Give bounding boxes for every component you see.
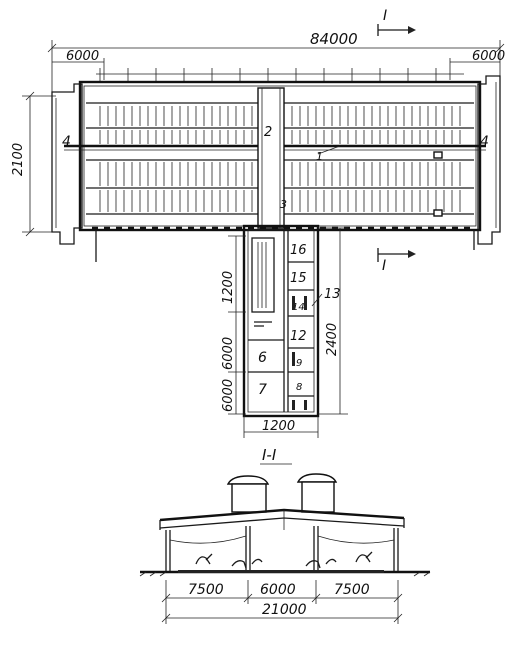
dim-mid-span: 6000 [260,582,296,598]
manure-hatch-upper [433,151,443,159]
dim-annex-lower-b: 6000 [221,337,236,370]
section-marker-bottom: I [377,248,416,274]
callout-12: 12 [290,329,307,344]
vent-shaft-right [296,473,338,513]
dim-left-span: 7500 [188,582,224,598]
dim-end-right-label: 6000 [472,49,505,64]
callout-9: 9 [296,358,302,369]
callout-2: 2 [264,125,272,140]
callout-8: 8 [296,382,302,393]
callout-3: 3 [280,198,287,211]
section-marker-bottom-label: I [382,258,386,274]
manure-hatch-lower [433,209,443,217]
dim-annex-lower-a: 6000 [221,379,236,412]
callout-13: 13 [324,287,341,302]
callout-16: 16 [290,243,307,258]
plan-top-ticks [96,68,464,82]
columns [165,526,399,572]
stall-rows [99,106,461,212]
dim-height-left-label: 2100 [11,143,26,176]
plan-view: 84000 6000 6000 I 4 [11,8,505,438]
end-room-left: 4 [51,83,83,245]
section-title: I-I [262,446,277,464]
callout-7: 7 [258,382,267,398]
ground [139,570,431,577]
dim-height-left: 2100 [11,91,56,237]
dim-annex-height: 2400 [325,323,340,356]
vent-shaft-left [226,475,270,513]
annex-dims: 1200 6000 6000 2400 1200 [221,227,348,438]
dim-end-left-label: 6000 [66,49,99,64]
central-corridor: 2 3 1 [257,87,341,229]
section-marker-top: I [377,8,416,36]
dim-annex-upper: 1200 [221,271,236,304]
section-marker-top-label: I [383,8,387,24]
dim-end-right: 6000 [449,49,505,80]
callout-4-left: 4 [62,134,71,150]
dim-right-span: 7500 [334,582,370,598]
roof [159,508,405,530]
dim-total-length: 84000 [47,30,505,100]
callout-15: 15 [290,271,307,286]
plan-bottom-ticks [92,226,475,262]
section-dims: 7500 6000 7500 21000 [161,580,403,624]
dim-annex-width: 1200 [262,419,295,434]
callout-14: 14 [292,302,305,313]
section-view: I-I [139,446,431,624]
dim-end-left: 6000 [52,49,105,80]
callout-6: 6 [258,350,267,366]
callout-4-right: 4 [480,134,489,150]
service-annex: 6 7 16 15 14 12 9 8 13 [242,224,341,418]
dim-total-length-label: 84000 [310,30,358,48]
dim-total-span: 21000 [262,602,307,618]
callout-1: 1 [316,150,323,163]
end-room-right: 4 [477,75,501,245]
cow-figures [195,551,373,569]
